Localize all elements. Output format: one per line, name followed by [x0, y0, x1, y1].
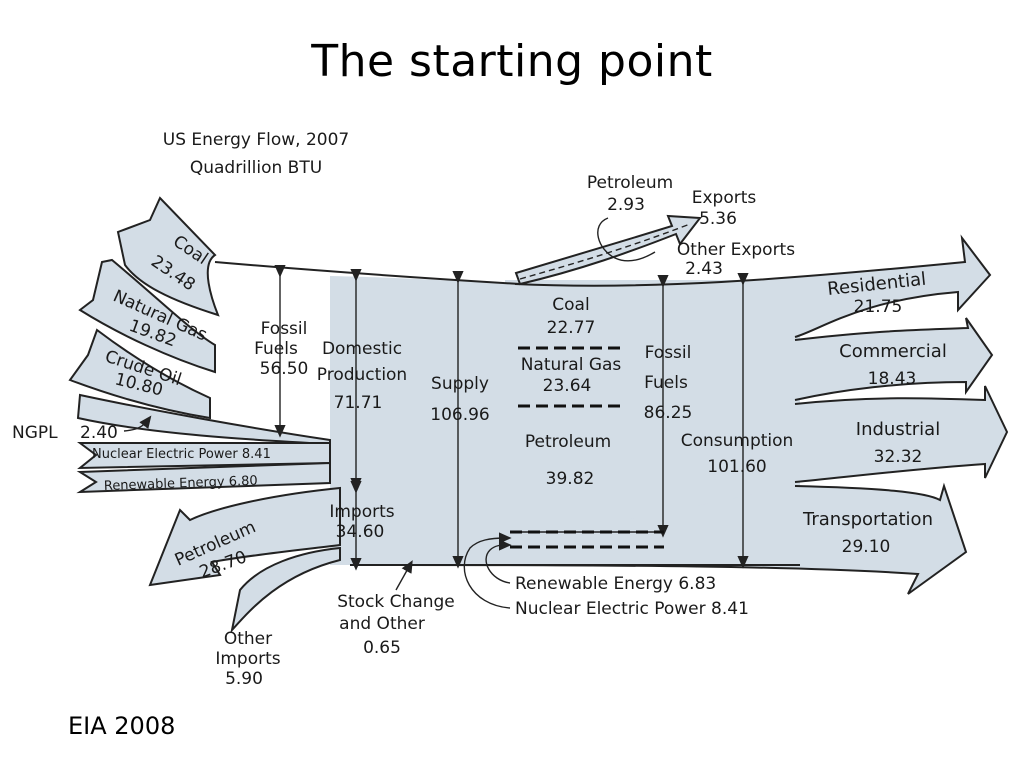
renewable-source-label: Renewable Energy 6.80 — [104, 474, 258, 494]
commercial-value: 18.43 — [868, 369, 917, 389]
supply-value: 106.96 — [430, 405, 489, 425]
supply-label: Supply — [431, 374, 489, 394]
fossil-fuels-use-label2: Fuels — [644, 373, 688, 393]
industrial-arrow — [794, 385, 1009, 483]
consumption-label: Consumption — [681, 431, 794, 451]
supply-top-edge — [214, 261, 521, 285]
domestic-production-label2: Production — [317, 365, 407, 385]
other-exports-label: Other Exports — [677, 240, 795, 260]
petroleum-imports-arrow — [148, 486, 341, 587]
imports-value: 34.60 — [336, 522, 385, 542]
renewable-arrow — [76, 461, 331, 494]
fuel-coal-value: 22.77 — [547, 318, 596, 338]
ngpl-value: 2.40 — [80, 423, 118, 443]
consumption-band — [505, 280, 800, 565]
imports-label: Imports — [329, 502, 394, 522]
natural-gas-arrow — [78, 258, 216, 374]
slide-title: The starting point — [311, 36, 713, 87]
fossil-fuels-use-value: 86.25 — [644, 403, 693, 423]
crude-oil-arrow — [68, 328, 211, 420]
other-imports-value: 5.90 — [225, 669, 263, 689]
diagram-heading-line2: Quadrillion BTU — [190, 158, 322, 178]
exports-arrow — [514, 214, 702, 286]
domestic-production-label1: Domestic — [322, 339, 402, 359]
commercial-arrow — [794, 317, 994, 401]
main-flow-band — [330, 276, 520, 565]
residential-arrow — [514, 234, 992, 338]
diagram-heading-line1: US Energy Flow, 2007 — [163, 130, 349, 150]
fossil-fuels-label1: Fossil — [261, 319, 308, 339]
ngpl-label: NGPL — [12, 423, 58, 443]
industrial-value: 32.32 — [874, 447, 923, 467]
nuclear-callout — [463, 532, 512, 609]
other-exports-value: 2.43 — [685, 259, 723, 279]
export-petroleum-label: Petroleum — [587, 173, 673, 193]
fuel-gas-value: 23.64 — [543, 376, 592, 396]
fuel-gas-label: Natural Gas — [521, 355, 622, 375]
fuel-petroleum-label: Petroleum — [525, 432, 611, 452]
commercial-label: Commercial — [839, 341, 947, 362]
renewable-callout — [485, 539, 512, 584]
export-petroleum-value: 2.93 — [607, 195, 645, 215]
fuel-renewable-label: Renewable Energy 6.83 — [515, 574, 716, 594]
industrial-label: Industrial — [856, 419, 940, 440]
exports-dashed-line — [519, 223, 691, 280]
stock-change-value: 0.65 — [363, 638, 401, 658]
fuel-nuclear-label: Nuclear Electric Power 8.41 — [515, 599, 749, 619]
nuclear-source-label: Nuclear Electric Power 8.41 — [92, 447, 271, 462]
other-imports-line1: Other — [224, 629, 272, 649]
exports-label: Exports — [692, 188, 757, 208]
nuclear-arrow — [77, 442, 331, 470]
stock-change-label2: and Other — [339, 614, 425, 634]
transportation-value: 29.10 — [842, 537, 891, 557]
fossil-fuels-label2: Fuels — [254, 339, 298, 359]
domestic-production-value: 71.71 — [334, 393, 383, 413]
residential-value: 21.75 — [854, 297, 903, 317]
fuel-coal-label: Coal — [552, 295, 589, 315]
consumption-value: 101.60 — [707, 457, 766, 477]
other-exports-swirl — [597, 217, 656, 262]
footer-credit: EIA 2008 — [68, 712, 176, 740]
exports-value: 5.36 — [699, 209, 737, 229]
fossil-fuels-value: 56.50 — [260, 359, 309, 379]
fossil-fuels-use-label1: Fossil — [645, 343, 692, 363]
transportation-label: Transportation — [802, 509, 933, 530]
stock-change-pointer — [395, 560, 413, 591]
other-imports-arrow — [230, 546, 341, 634]
other-imports-line2: Imports — [215, 649, 280, 669]
fuel-petroleum-value: 39.82 — [546, 469, 595, 489]
ngpl-pointer — [123, 415, 152, 432]
stock-change-label1: Stock Change — [337, 592, 455, 612]
coal-arrow — [116, 196, 220, 317]
